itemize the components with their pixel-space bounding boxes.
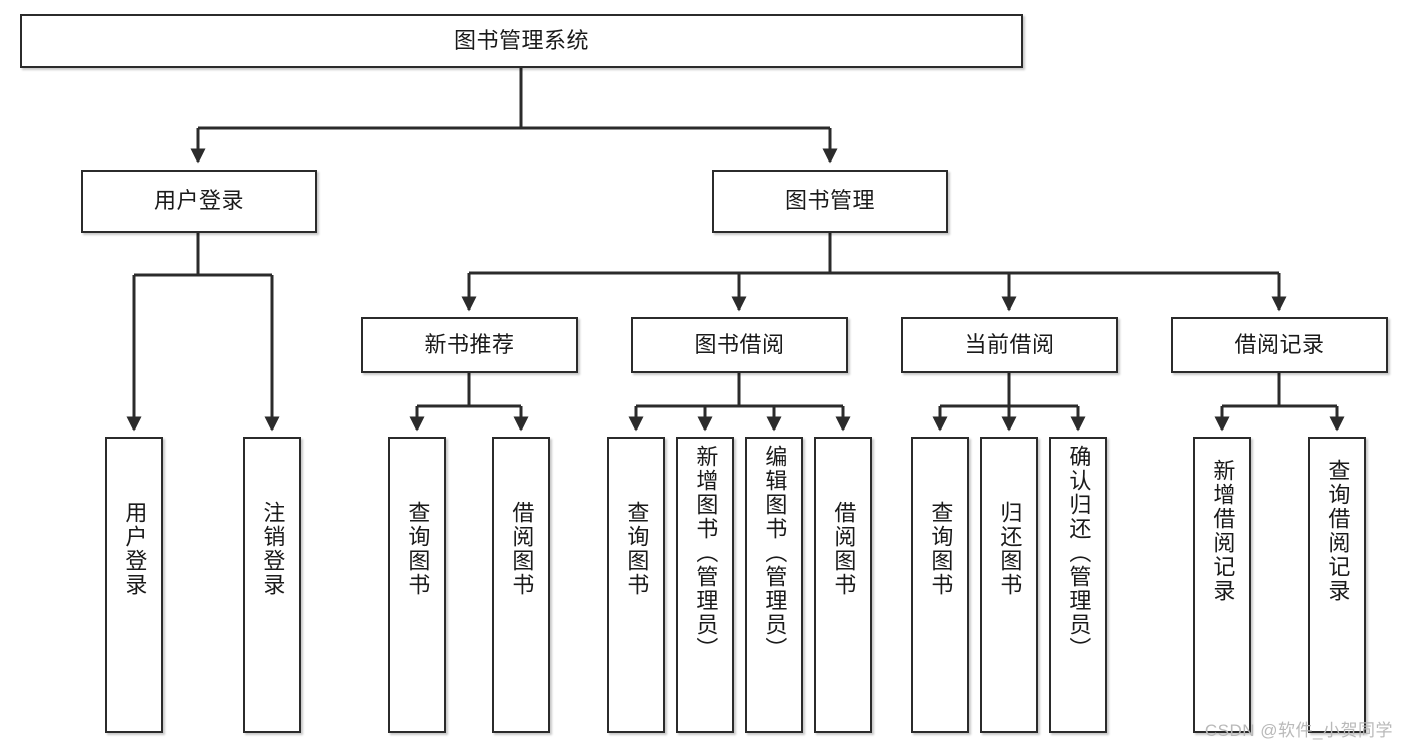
node-leaf-query-book-3[interactable]: 查询图书 [911,437,969,733]
node-leaf-add-record[interactable]: 新增借阅记录 [1193,437,1251,733]
node-book-manage-label: 图书管理 [784,188,875,214]
node-book-borrow-label: 图书借阅 [694,331,785,357]
node-leaf-return-book[interactable]: 归还图书 [980,437,1038,733]
node-user-login-label: 用户登录 [153,188,244,214]
node-leaf-edit-book-label: 编辑图书（管理员） [762,445,788,661]
node-leaf-query-book-2[interactable]: 查询图书 [607,437,665,733]
node-leaf-query-book-1[interactable]: 查询图书 [388,437,446,733]
node-leaf-query-book-2-label: 查询图书 [624,501,650,597]
node-borrow-record-label: 借阅记录 [1234,331,1325,357]
node-leaf-confirm-return[interactable]: 确认归还（管理员） [1049,437,1107,733]
node-leaf-user-login-label: 用户登录 [122,501,148,597]
node-leaf-borrow-book-2[interactable]: 借阅图书 [814,437,872,733]
node-leaf-add-book-label: 新增图书（管理员） [693,445,719,661]
node-user-login[interactable]: 用户登录 [81,170,317,233]
node-leaf-borrow-book-2-label: 借阅图书 [831,501,857,597]
node-leaf-borrow-book-1-label: 借阅图书 [509,501,535,597]
node-leaf-logout-login[interactable]: 注销登录 [243,437,301,733]
node-new-book-rec[interactable]: 新书推荐 [361,317,578,373]
node-leaf-edit-book[interactable]: 编辑图书（管理员） [745,437,803,733]
node-root[interactable]: 图书管理系统 [20,14,1023,68]
node-current-borrow-label: 当前借阅 [964,331,1055,357]
node-leaf-add-book[interactable]: 新增图书（管理员） [676,437,734,733]
node-leaf-query-book-3-label: 查询图书 [928,501,954,597]
node-leaf-borrow-book-1[interactable]: 借阅图书 [492,437,550,733]
node-leaf-query-record-label: 查询借阅记录 [1325,459,1351,603]
node-book-borrow[interactable]: 图书借阅 [631,317,848,373]
node-leaf-confirm-return-label: 确认归还（管理员） [1066,445,1092,661]
node-borrow-record[interactable]: 借阅记录 [1171,317,1388,373]
node-current-borrow[interactable]: 当前借阅 [901,317,1118,373]
node-leaf-return-book-label: 归还图书 [997,501,1023,597]
node-book-manage[interactable]: 图书管理 [712,170,948,233]
node-leaf-query-book-1-label: 查询图书 [405,501,431,597]
node-leaf-query-record[interactable]: 查询借阅记录 [1308,437,1366,733]
node-leaf-add-record-label: 新增借阅记录 [1210,459,1236,603]
node-leaf-logout-login-label: 注销登录 [260,501,286,597]
node-root-label: 图书管理系统 [453,27,589,53]
node-leaf-user-login[interactable]: 用户登录 [105,437,163,733]
node-new-book-rec-label: 新书推荐 [424,331,515,357]
